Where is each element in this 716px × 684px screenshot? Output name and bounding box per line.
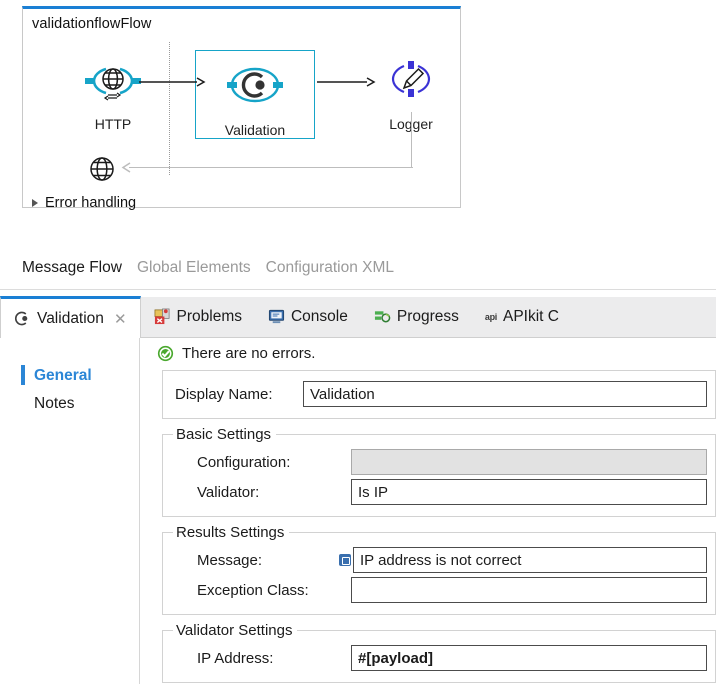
basic-settings-legend: Basic Settings bbox=[176, 426, 272, 443]
tab-label: Progress bbox=[396, 307, 459, 325]
validation-icon bbox=[14, 311, 28, 326]
selected-node-outline bbox=[195, 50, 315, 139]
ip-address-label: IP Address: bbox=[197, 649, 274, 667]
display-name-row: Display Name: bbox=[171, 381, 707, 407]
editor-pane: There are no errors. Display Name: Basic… bbox=[140, 338, 716, 684]
ip-address-input[interactable] bbox=[351, 645, 707, 671]
flow-canvas[interactable]: validationflowFlow bbox=[22, 6, 461, 211]
view-tab-configuration-xml[interactable]: Configuration XML bbox=[265, 258, 395, 276]
api-icon: api bbox=[484, 311, 497, 322]
tab-apikit-console[interactable]: api APIkit C bbox=[472, 296, 572, 337]
tab-console[interactable]: Console bbox=[255, 296, 361, 337]
validator-label: Validator: bbox=[197, 483, 260, 501]
exception-class-label: Exception Class: bbox=[197, 581, 309, 599]
expression-badge-icon[interactable] bbox=[339, 554, 351, 566]
problems-icon bbox=[154, 308, 170, 325]
validation-icon bbox=[224, 56, 286, 118]
tab-label: APIkit C bbox=[503, 307, 559, 325]
return-connector-arrowhead bbox=[121, 162, 131, 173]
validator-settings-legend: Validator Settings bbox=[176, 622, 293, 639]
tab-problems[interactable]: Problems bbox=[141, 296, 255, 337]
flow-node-http[interactable]: HTTP bbox=[65, 50, 161, 132]
flow-node-validation[interactable]: Validation bbox=[207, 56, 303, 138]
display-name-box: Display Name: bbox=[162, 370, 716, 419]
flow-node-label: HTTP bbox=[94, 116, 132, 132]
message-row: Message: bbox=[171, 547, 707, 573]
error-handling-label: Error handling bbox=[45, 195, 137, 211]
message-input[interactable] bbox=[353, 547, 707, 573]
status-message: There are no errors. bbox=[157, 345, 716, 362]
globe-icon[interactable] bbox=[85, 152, 119, 186]
tab-label: Console bbox=[290, 307, 348, 325]
progress-icon bbox=[374, 311, 391, 323]
view-tab-message-flow[interactable]: Message Flow bbox=[22, 258, 122, 276]
connector-arrow-http-validation bbox=[139, 77, 206, 87]
tab-label: Validation bbox=[37, 309, 104, 327]
validator-row: Validator: bbox=[171, 479, 707, 505]
success-check-icon bbox=[157, 345, 174, 362]
view-tab-global-elements[interactable]: Global Elements bbox=[136, 258, 251, 276]
exception-class-row: Exception Class: bbox=[171, 577, 707, 603]
error-handling-toggle[interactable]: Error handling bbox=[32, 195, 136, 211]
display-name-label: Display Name: bbox=[175, 385, 273, 403]
pencil-icon bbox=[380, 50, 442, 112]
configuration-label: Configuration: bbox=[197, 453, 291, 471]
flow-source-separator bbox=[169, 42, 170, 175]
configuration-row: Configuration: bbox=[171, 449, 707, 475]
validator-settings-group: Validator Settings IP Address: bbox=[162, 622, 716, 683]
flow-title: validationflowFlow bbox=[32, 16, 152, 32]
ip-address-row: IP Address: bbox=[171, 645, 707, 671]
return-connector-vertical bbox=[411, 112, 413, 168]
editor-view-tabs: Message Flow Global Elements Configurati… bbox=[0, 246, 716, 290]
configuration-input[interactable] bbox=[351, 449, 707, 475]
tab-label: Problems bbox=[176, 307, 242, 325]
close-icon[interactable]: ✕ bbox=[113, 310, 127, 328]
flow-node-label: Validation bbox=[224, 122, 286, 138]
message-label: Message: bbox=[197, 551, 263, 569]
sidebar-item-notes[interactable]: Notes bbox=[34, 395, 75, 412]
basic-settings-group: Basic Settings Configuration: Validator: bbox=[162, 426, 716, 517]
status-text: There are no errors. bbox=[182, 345, 316, 362]
editor-side-nav: General Notes bbox=[0, 338, 140, 684]
globe-icon bbox=[82, 50, 144, 112]
exception-class-input[interactable] bbox=[351, 577, 707, 603]
return-connector-horizontal bbox=[129, 167, 413, 169]
chevron-right-icon bbox=[32, 199, 38, 207]
tab-validation[interactable]: Validation ✕ bbox=[0, 296, 141, 338]
connector-arrow-validation-logger bbox=[317, 77, 376, 87]
validator-input[interactable] bbox=[351, 479, 707, 505]
bottom-panel-tabbar: Validation ✕ Problems Console bbox=[0, 296, 716, 338]
results-settings-group: Results Settings Message: Exception Clas… bbox=[162, 524, 716, 615]
display-name-input[interactable] bbox=[303, 381, 707, 407]
validation-properties-editor: General Notes There are no errors. Displ… bbox=[0, 338, 716, 684]
sidebar-item-general[interactable]: General bbox=[0, 362, 139, 390]
results-settings-legend: Results Settings bbox=[176, 524, 285, 541]
console-icon bbox=[268, 309, 285, 324]
tab-progress[interactable]: Progress bbox=[361, 296, 472, 337]
